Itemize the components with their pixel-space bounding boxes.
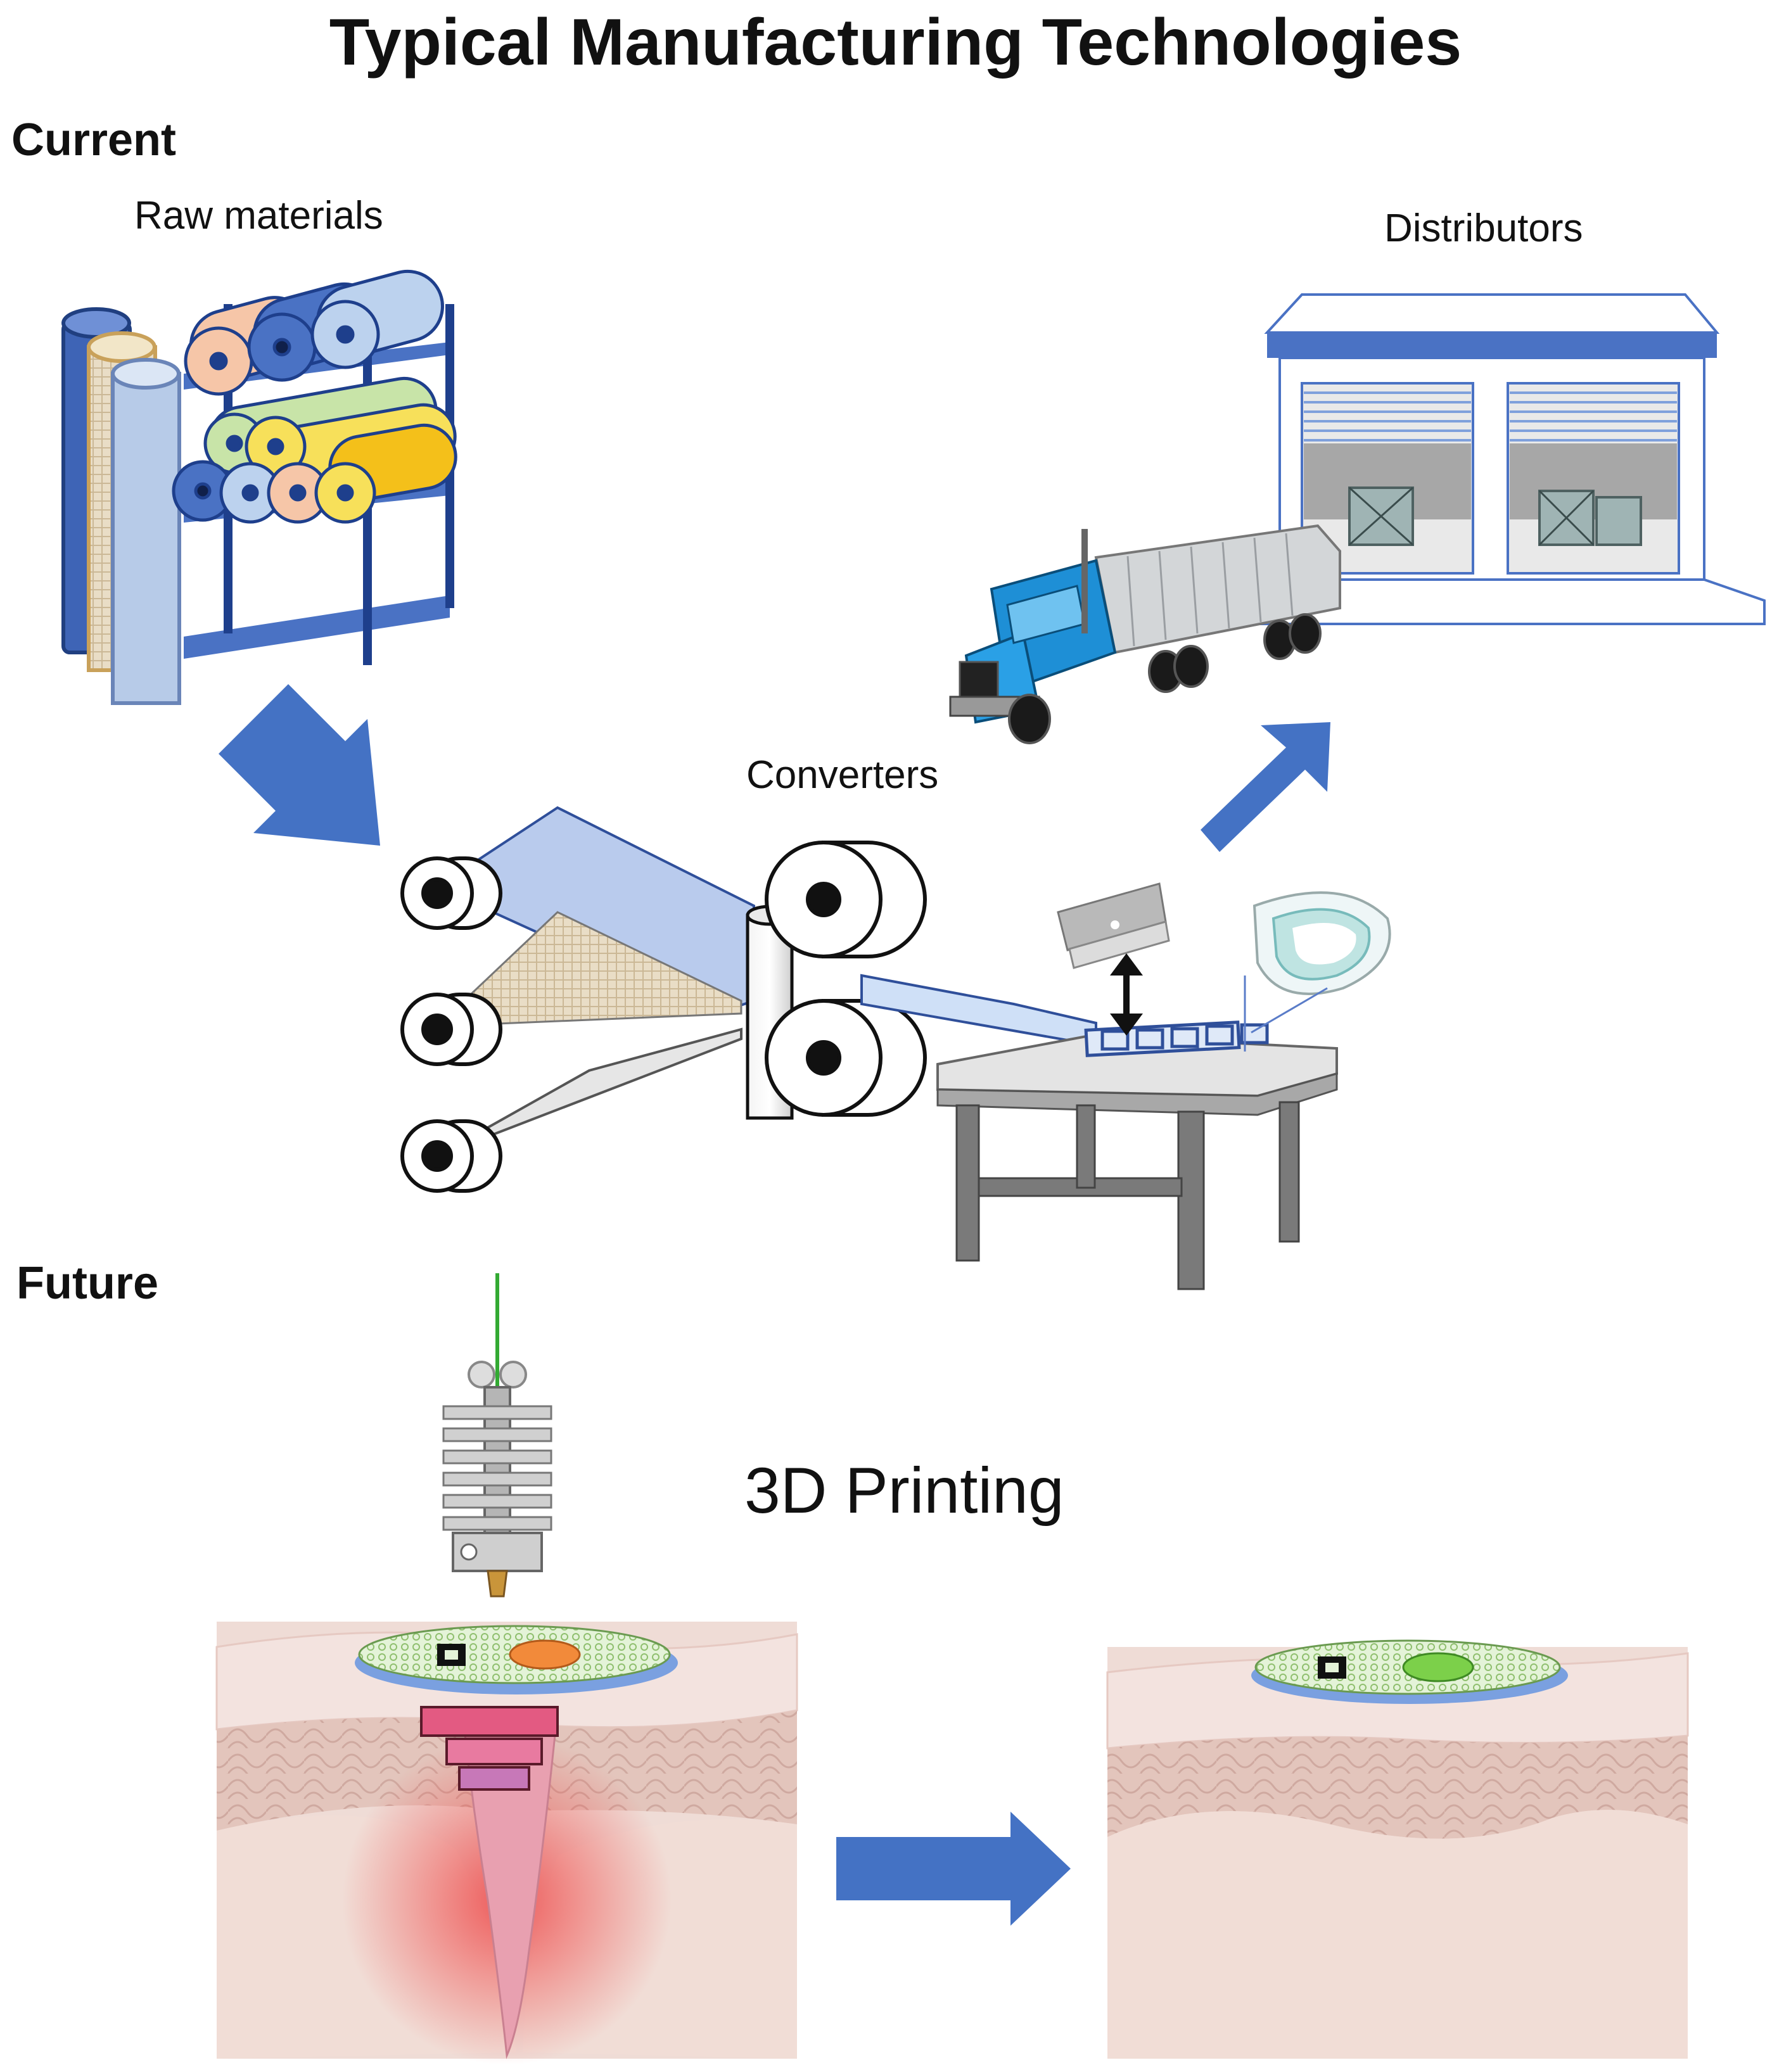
- raw-materials-label: Raw materials: [134, 194, 383, 238]
- arrow-to-converters: [219, 684, 380, 846]
- section-future-label: Future: [16, 1258, 158, 1309]
- converters-label: Converters: [746, 753, 939, 797]
- healed-skin-icon: [1106, 1639, 1689, 2059]
- material-rolls-rack-icon: [61, 269, 457, 705]
- truck-icon: [949, 524, 1341, 744]
- warehouse-icon: [1240, 293, 1766, 625]
- wound-skin-icon: [215, 1622, 798, 2065]
- dressing-patch-icon: [1244, 891, 1391, 1052]
- section-current-label: Current: [11, 115, 177, 165]
- arrow-to-distributors: [1201, 722, 1330, 852]
- 3d-printer-nozzle-icon: [442, 1273, 552, 1598]
- cutting-table-icon: [936, 1020, 1338, 1290]
- razor-blade-icon: [1057, 882, 1170, 1036]
- 3d-printing-label: 3D Printing: [744, 1454, 1064, 1527]
- page-title: Typical Manufacturing Technologies: [329, 6, 1462, 79]
- roll-laminator-icon: [400, 806, 1097, 1193]
- distributors-label: Distributors: [1384, 207, 1583, 250]
- arrow-to-healed: [836, 1812, 1071, 1926]
